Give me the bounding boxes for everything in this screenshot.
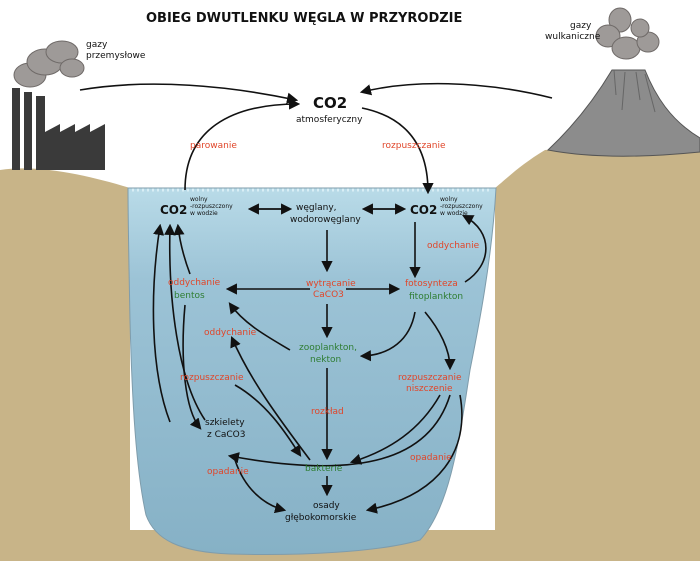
process-precipitation-line1: wytrącanie bbox=[306, 279, 356, 289]
co2-atmospheric-label: CO2 bbox=[313, 94, 347, 112]
co2-water-right-label: CO2 bbox=[410, 203, 437, 217]
arrow-phyto-down-right bbox=[424, 311, 456, 371]
carbonates-label-line1: węglany, bbox=[296, 203, 337, 213]
arrow-volcano-to-atm bbox=[359, 82, 553, 99]
arrows bbox=[79, 82, 553, 514]
diagram-title: OBIEG DWUTLENKU WĘGLA W PRZYRODZIE bbox=[146, 11, 462, 26]
volcanic-gas-label-line1: gazy bbox=[570, 21, 592, 31]
carbonates-label-line2: wodorowęglany bbox=[290, 215, 361, 225]
ground-right bbox=[495, 147, 700, 561]
industrial-gas-label-line2: przemysłowe bbox=[86, 51, 146, 61]
co2-atmospheric-sublabel: atmosferyczny bbox=[296, 115, 363, 125]
skeletons-label-line2: z CaCO3 bbox=[207, 430, 245, 440]
process-decomposition: rozkład bbox=[311, 407, 344, 417]
process-evaporation: parowanie bbox=[190, 141, 237, 151]
process-respiration-right: oddychanie bbox=[427, 241, 480, 251]
arrow-photo-resp bbox=[462, 214, 487, 283]
arrow-resp-benthos-up bbox=[173, 223, 191, 275]
factory-icon bbox=[12, 88, 105, 170]
arrow-right-to-sediments bbox=[365, 394, 463, 514]
smoke-cloud-icon bbox=[13, 40, 85, 88]
process-dissolving-left: rozpuszczanie bbox=[180, 373, 244, 383]
co2-left-note-line1: wolny bbox=[190, 196, 208, 203]
process-dissolving-destruction-line2: niszczenie bbox=[406, 384, 453, 394]
arrow-right-to-skeletons bbox=[227, 394, 451, 467]
process-respiration-mid: oddychanie bbox=[204, 328, 257, 338]
arrow-skel-up bbox=[164, 223, 206, 421]
arrow-left-long-up bbox=[152, 223, 171, 423]
arrow-right-to-bacteria bbox=[349, 394, 441, 465]
ground bbox=[0, 168, 130, 561]
industrial-gas-label-line1: gazy bbox=[86, 40, 108, 50]
arrow-benthos-skel bbox=[182, 304, 202, 430]
organism-zooplankton-line2: nekton bbox=[310, 355, 341, 365]
process-settling-left: opadanie bbox=[207, 467, 249, 477]
volcanic-gas-label-line2: wulkaniczne bbox=[545, 32, 601, 42]
process-dissolving-destruction-line1: rozpuszczanie bbox=[398, 373, 462, 383]
process-photosynthesis: fotosynteza bbox=[405, 279, 458, 289]
co2-water-left-label: CO2 bbox=[160, 203, 187, 217]
co2-left-note-line3: w wodzie bbox=[190, 210, 218, 217]
skeletons-label-line1: szkielety bbox=[205, 418, 245, 428]
co2-right-note-line1: wolny bbox=[440, 196, 458, 203]
organism-benthos: bentos bbox=[174, 291, 205, 301]
co2-right-note-line2: -rozpuszczony bbox=[440, 203, 483, 210]
organism-zooplankton-line1: zooplankton, bbox=[299, 343, 357, 353]
arrow-evaporation bbox=[184, 98, 301, 191]
sediments-label-line1: osady bbox=[313, 501, 340, 511]
process-respiration-benthos: oddychanie bbox=[168, 278, 221, 288]
process-dissolving-top: rozpuszczanie bbox=[382, 141, 446, 151]
co2-right-note-line3: w wodzie bbox=[440, 210, 468, 217]
arrow-phyto-zoo bbox=[359, 311, 416, 362]
volcano-icon bbox=[546, 7, 700, 157]
organism-bacteria: bakterie bbox=[305, 464, 343, 474]
process-precipitation-line2: CaCO3 bbox=[313, 290, 344, 300]
arrow-skel-sediments bbox=[234, 459, 287, 514]
arrow-industry-to-atm bbox=[79, 83, 299, 104]
process-settling-right: opadanie bbox=[410, 453, 452, 463]
co2-left-note-line2: -rozpuszczony bbox=[190, 203, 233, 210]
water-basin bbox=[127, 187, 497, 555]
arrow-dissolve-left-long bbox=[234, 384, 302, 457]
sediments-label-line2: głębokomorskie bbox=[285, 513, 357, 523]
arrow-zoo-benthos bbox=[228, 302, 291, 351]
organism-phytoplankton: fitoplankton bbox=[409, 292, 463, 302]
arrow-dissolving-top bbox=[361, 107, 434, 195]
